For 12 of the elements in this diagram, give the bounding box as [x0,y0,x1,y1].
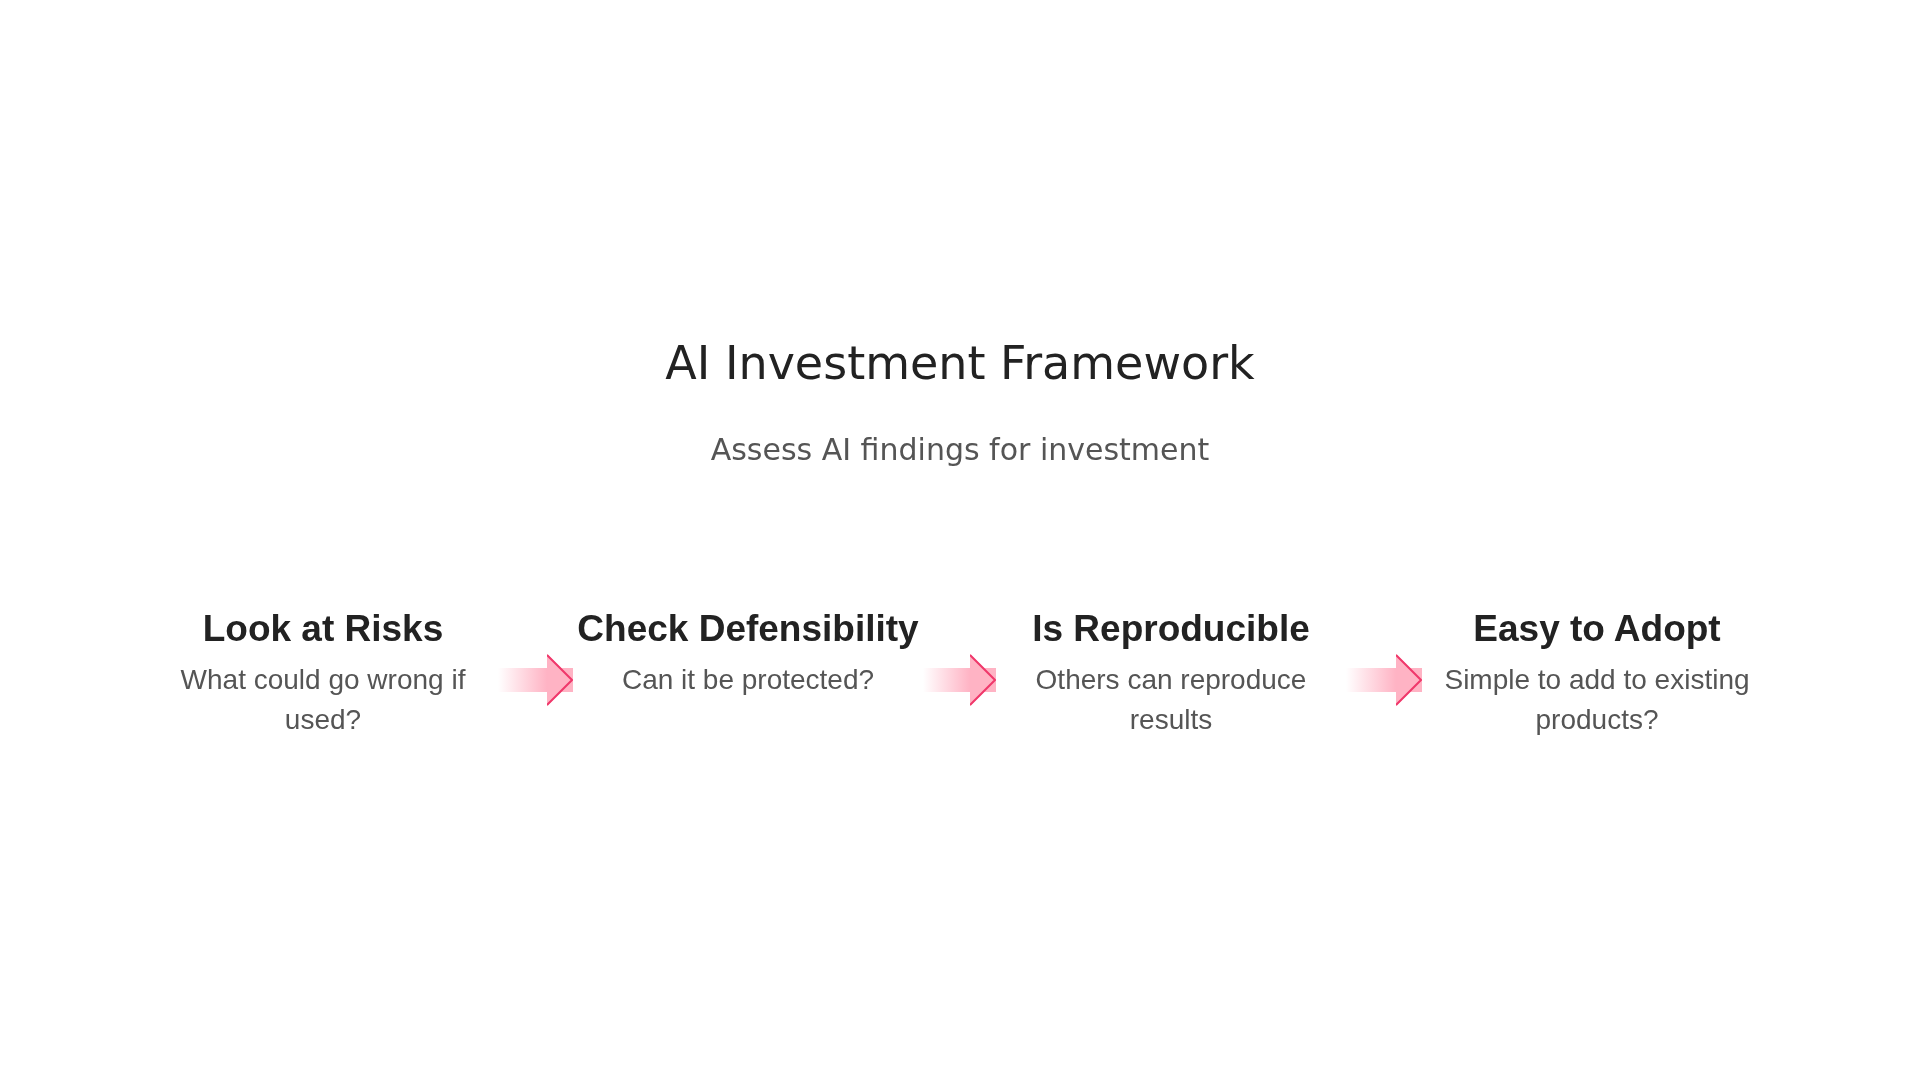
step-description: Can it be protected? [621,663,875,697]
step-heading: Is Reproducible [1032,608,1310,650]
step-description: What could go wrong if used? [179,663,467,737]
step-heading: Look at Risks [202,608,444,650]
arrow [498,653,574,707]
subtitle: Assess AI findings for investment [710,432,1210,467]
step-description: Others can reproduce results [1034,663,1308,737]
arrow [923,653,997,707]
step-heading: Easy to Adopt [1473,608,1721,650]
step-heading: Check Defensibility [577,608,919,650]
diagram-title: AI Investment Framework [665,336,1255,390]
step-description: Simple to add to existing products? [1443,663,1751,737]
